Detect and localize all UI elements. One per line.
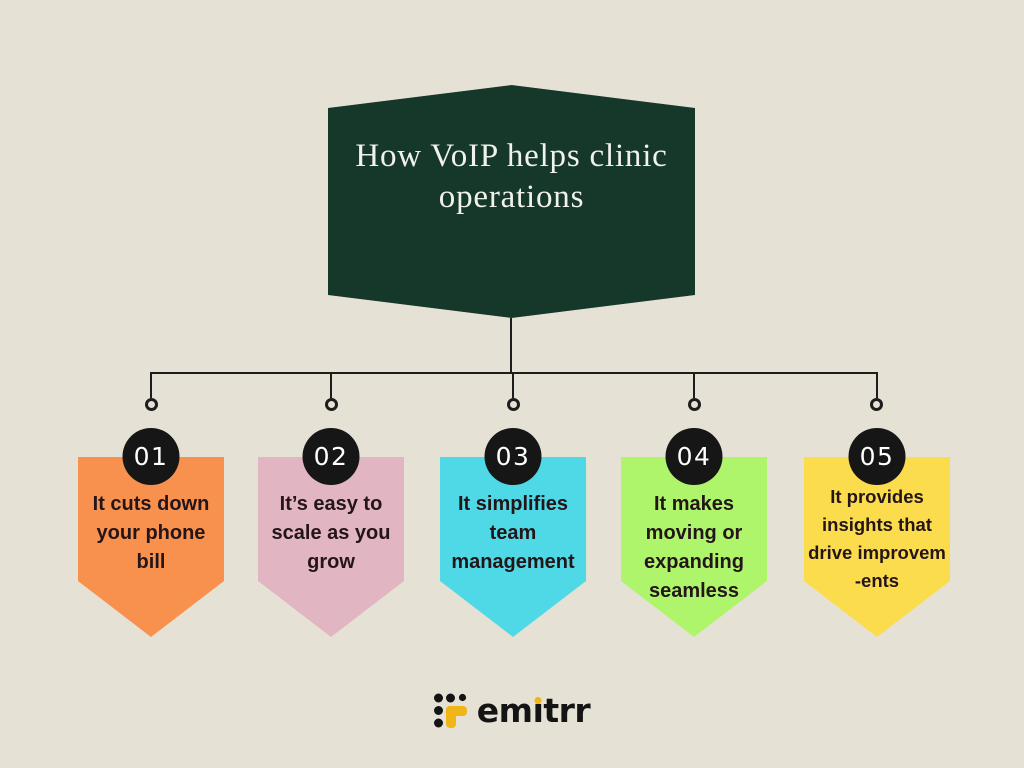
step-text-1: It cuts down your phone bill — [79, 490, 223, 577]
step-number-badge-5: 05 — [848, 428, 906, 485]
connector-drop-2 — [330, 372, 332, 398]
brand-logo-i-dot — [534, 697, 542, 704]
step-number-2: 02 — [313, 442, 349, 471]
step-text-line: scale as you — [271, 522, 391, 544]
step-text-line: seamless — [648, 580, 740, 602]
connector-drop-3 — [512, 372, 514, 398]
step-text-2: It’s easy to scale as you grow — [259, 490, 403, 577]
step-number-badge-3: 03 — [484, 428, 542, 485]
connector-node-4 — [688, 398, 701, 411]
step-number-5: 05 — [859, 442, 895, 471]
step-number-badge-1: 01 — [122, 428, 180, 485]
step-text-line: It cuts down — [92, 493, 210, 515]
step-text-line: It’s easy to — [279, 493, 383, 515]
step-banner-2: 02 It’s easy to scale as you grow — [258, 428, 404, 637]
connector-node-2 — [325, 398, 338, 411]
step-text-line: management — [451, 551, 575, 573]
connector-node-3 — [507, 398, 520, 411]
brand-logo-i-stem: ı — [532, 691, 544, 730]
step-text-4: It makes moving or expanding seamless — [622, 490, 766, 606]
connector-horizontal-line — [150, 372, 878, 374]
step-text-line: expanding — [643, 551, 744, 573]
brand-logo-text-em: em — [476, 691, 533, 730]
step-text-5: It provides insights that drive improvem… — [805, 483, 949, 595]
title-banner: How VoIP helps clinic operations — [328, 85, 695, 318]
brand-logo-text-trr: trr — [543, 691, 591, 730]
step-number-1: 01 — [133, 442, 169, 471]
step-banner-3: 03 It simplifies team management — [440, 428, 586, 637]
step-number-4: 04 — [676, 442, 712, 471]
step-text-line: team — [489, 522, 537, 544]
step-text-line: insights that — [822, 514, 932, 535]
step-text-line: grow — [307, 551, 355, 573]
step-text-line: your phone — [96, 522, 206, 544]
page-title-line-1: How VoIP helps clinic — [355, 138, 668, 174]
step-text-line: It makes — [653, 493, 735, 515]
brand-logo-letter-i: ı — [533, 690, 544, 732]
step-number-3: 03 — [495, 442, 531, 471]
step-text-line: It provides — [830, 486, 924, 507]
step-text-line: bill — [136, 551, 166, 573]
step-number-badge-4: 04 — [665, 428, 723, 485]
step-text-line: -ents — [854, 570, 900, 591]
step-banner-5: 05 It provides insights that drive impro… — [804, 428, 950, 637]
step-text-3: It simplifies team management — [441, 490, 585, 577]
connector-node-1 — [145, 398, 158, 411]
brand-logo-dots-icon — [433, 693, 467, 728]
connector-drop-4 — [693, 372, 695, 398]
page-title-line-2: operations — [438, 179, 585, 215]
step-text-line: moving or — [645, 522, 743, 544]
step-banner-4: 04 It makes moving or expanding seamless — [621, 428, 767, 637]
connector-drop-1 — [150, 372, 152, 398]
step-number-badge-2: 02 — [302, 428, 360, 485]
page-title: How VoIP helps clinic operations — [328, 136, 695, 218]
step-text-line: drive improvem — [808, 542, 946, 563]
connector-drop-5 — [876, 372, 878, 398]
connector-node-5 — [870, 398, 883, 411]
step-banner-1: 01 It cuts down your phone bill — [78, 428, 224, 637]
step-text-line: It simplifies — [457, 493, 569, 515]
connector-stem — [510, 318, 512, 373]
